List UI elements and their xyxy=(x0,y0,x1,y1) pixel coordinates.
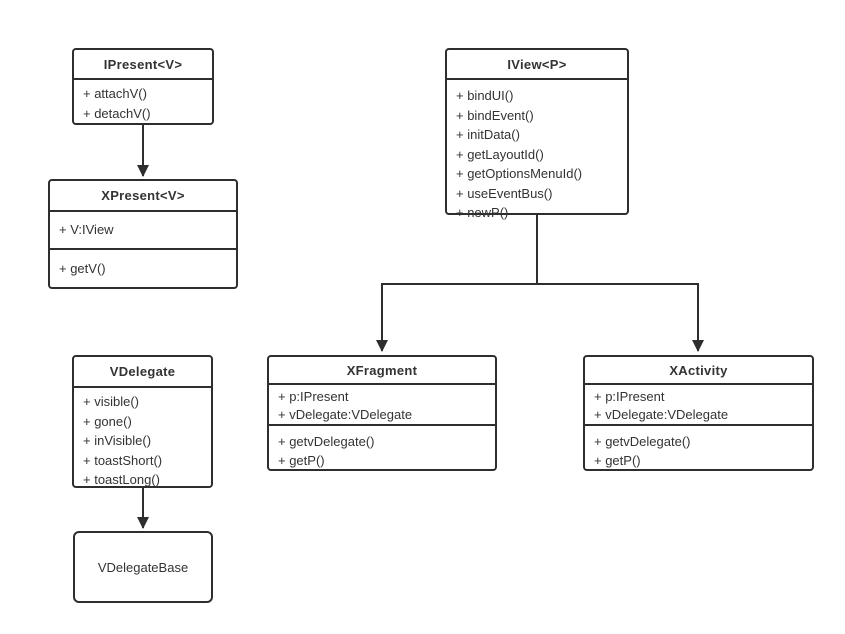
class-title-xfragment: XFragment xyxy=(269,357,495,385)
class-title-ipresent: IPresent<V> xyxy=(74,50,212,80)
method-line: + visible() xyxy=(83,394,139,409)
method-line: + attachV() xyxy=(83,86,147,101)
class-methods-xfragment: + getvDelegate() + getP() xyxy=(269,424,495,470)
class-box-vdelegatebase: VDelegateBase xyxy=(73,531,213,603)
method-line: + gone() xyxy=(83,413,132,429)
class-box-xfragment: XFragment + p:IPresent + vDelegate:VDele… xyxy=(267,355,497,471)
class-methods-xactivity: + getvDelegate() + getP() xyxy=(585,424,812,470)
class-fields-xfragment: + p:IPresent + vDelegate:VDelegate xyxy=(269,385,495,424)
method-line: + getP() xyxy=(278,453,325,468)
method-line: + getvDelegate() xyxy=(594,434,691,449)
method-line: + toastShort() xyxy=(83,452,163,468)
method-line: + toastLong() xyxy=(83,472,160,487)
class-title-iview: IView<P> xyxy=(447,50,627,80)
method-line: + getLayoutId() xyxy=(456,146,544,162)
field-line: + V:IView xyxy=(59,222,114,237)
method-line: + bindUI() xyxy=(456,88,514,103)
method-line: + detachV() xyxy=(83,106,151,121)
class-members-iview: + bindUI() + bindEvent() + initData() + … xyxy=(447,80,627,223)
class-box-xpresent: XPresent<V> + V:IView + getV() xyxy=(48,179,238,289)
class-box-vdelegate: VDelegate + visible() + gone() + inVisib… xyxy=(72,355,213,488)
method-line: + getP() xyxy=(594,453,641,468)
method-line: + getV() xyxy=(59,261,106,276)
class-box-ipresent: IPresent<V> + attachV() + detachV() xyxy=(72,48,214,125)
class-box-iview: IView<P> + bindUI() + bindEvent() + init… xyxy=(445,48,629,220)
class-fields-xpresent: + V:IView xyxy=(50,212,236,248)
method-line: + newP() xyxy=(456,205,509,220)
method-line: + getOptionsMenuId() xyxy=(456,166,583,181)
class-title-vdelegatebase: VDelegateBase xyxy=(97,559,189,575)
field-line: + vDelegate:VDelegate xyxy=(278,406,413,422)
class-title-vdelegate: VDelegate xyxy=(74,357,211,388)
connector-iview-branch xyxy=(376,215,704,352)
class-title-xactivity: XActivity xyxy=(585,357,812,385)
class-methods-xpresent: + getV() xyxy=(50,248,236,278)
method-line: + useEventBus() xyxy=(456,185,553,201)
class-box-xactivity: XActivity + p:IPresent + vDelegate:VDele… xyxy=(583,355,814,471)
method-line: + initData() xyxy=(456,127,520,142)
field-line: + vDelegate:VDelegate xyxy=(594,406,729,422)
method-line: + bindEvent() xyxy=(456,107,534,123)
class-members-vdelegate: + visible() + gone() + inVisible() + toa… xyxy=(74,388,211,490)
method-line: + getvDelegate() xyxy=(278,434,375,449)
field-line: + p:IPresent xyxy=(278,389,349,404)
field-line: + p:IPresent xyxy=(594,389,665,404)
class-fields-xactivity: + p:IPresent + vDelegate:VDelegate xyxy=(585,385,812,424)
class-members-ipresent: + attachV() + detachV() xyxy=(74,80,212,124)
method-line: + inVisible() xyxy=(83,433,152,448)
class-title-xpresent: XPresent<V> xyxy=(50,181,236,212)
